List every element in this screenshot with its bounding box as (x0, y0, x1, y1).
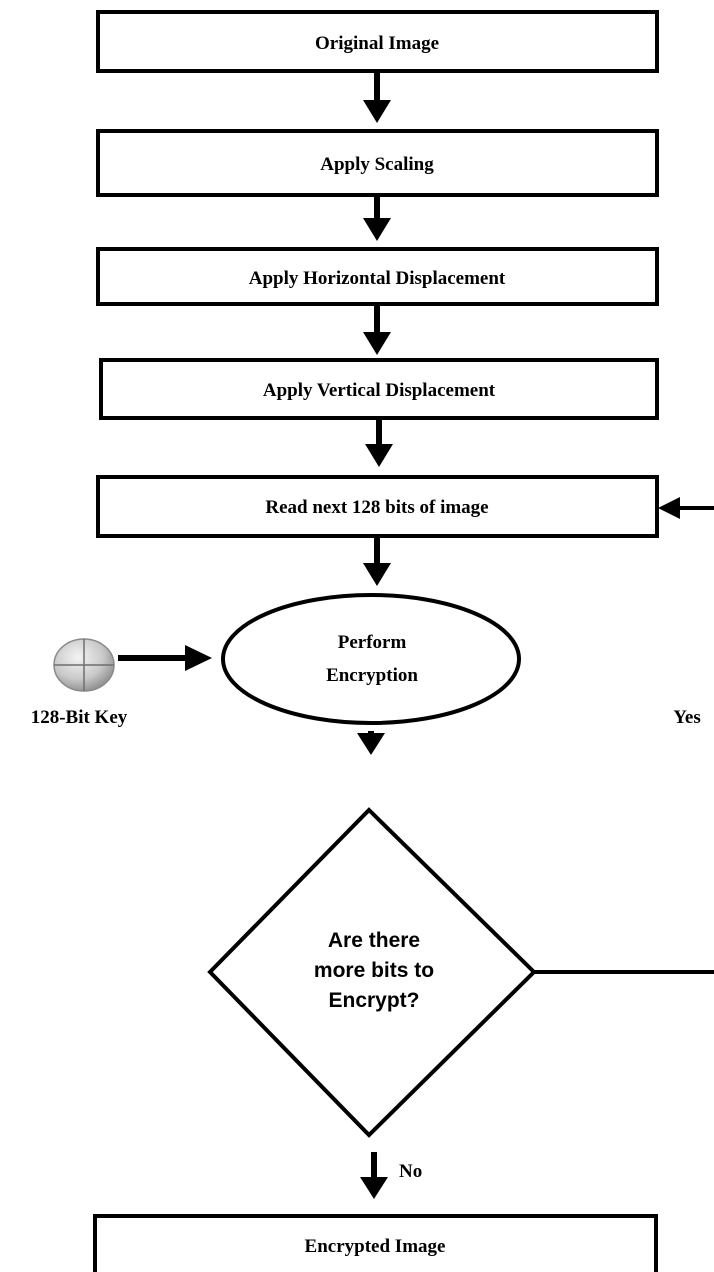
arrow-original-to-scaling (363, 71, 391, 123)
decision-label-line1: Are there (328, 929, 420, 952)
sphere-crosshair-icon (53, 638, 115, 692)
read-bits-box: Read next 128 bits of image (96, 475, 659, 538)
arrow-key-to-encryption (118, 645, 212, 671)
horizontal-displacement-label: Apply Horizontal Displacement (249, 268, 506, 289)
arrow-encryption-to-decision (357, 731, 385, 755)
vertical-displacement-box: Apply Vertical Displacement (99, 358, 659, 420)
perform-encryption-ellipse: Perform Encryption (221, 593, 521, 725)
arrow-scaling-to-horizontal (363, 195, 391, 241)
arrow-read-to-encryption (363, 536, 391, 586)
read-bits-label: Read next 128 bits of image (265, 497, 488, 518)
encrypted-image-label: Encrypted Image (305, 1236, 446, 1257)
vertical-displacement-label: Apply Vertical Displacement (263, 380, 496, 401)
decision-label-line3: Encrypt? (328, 989, 419, 1012)
original-image-box: Original Image (96, 10, 659, 73)
arrow-loop-back-into-read (658, 497, 714, 519)
key-label: 128-Bit Key (31, 707, 128, 728)
horizontal-displacement-box: Apply Horizontal Displacement (96, 247, 659, 306)
encryption-label-line2: Encryption (326, 665, 418, 686)
apply-scaling-label: Apply Scaling (320, 154, 434, 175)
decision-label-line2: more bits to (314, 959, 434, 982)
original-image-label: Original Image (315, 33, 439, 54)
encryption-label-line1: Perform (338, 632, 407, 653)
arrow-decision-to-encrypted (360, 1152, 388, 1199)
apply-scaling-box: Apply Scaling (96, 129, 659, 197)
encrypted-image-box: Encrypted Image (93, 1214, 658, 1272)
arrow-vertical-to-read (365, 418, 393, 467)
no-label: No (399, 1161, 422, 1182)
arrow-horizontal-to-vertical (363, 304, 391, 355)
yes-label: Yes (673, 707, 700, 728)
decision-diamond: Are there more bits to Encrypt? (207, 807, 537, 1138)
